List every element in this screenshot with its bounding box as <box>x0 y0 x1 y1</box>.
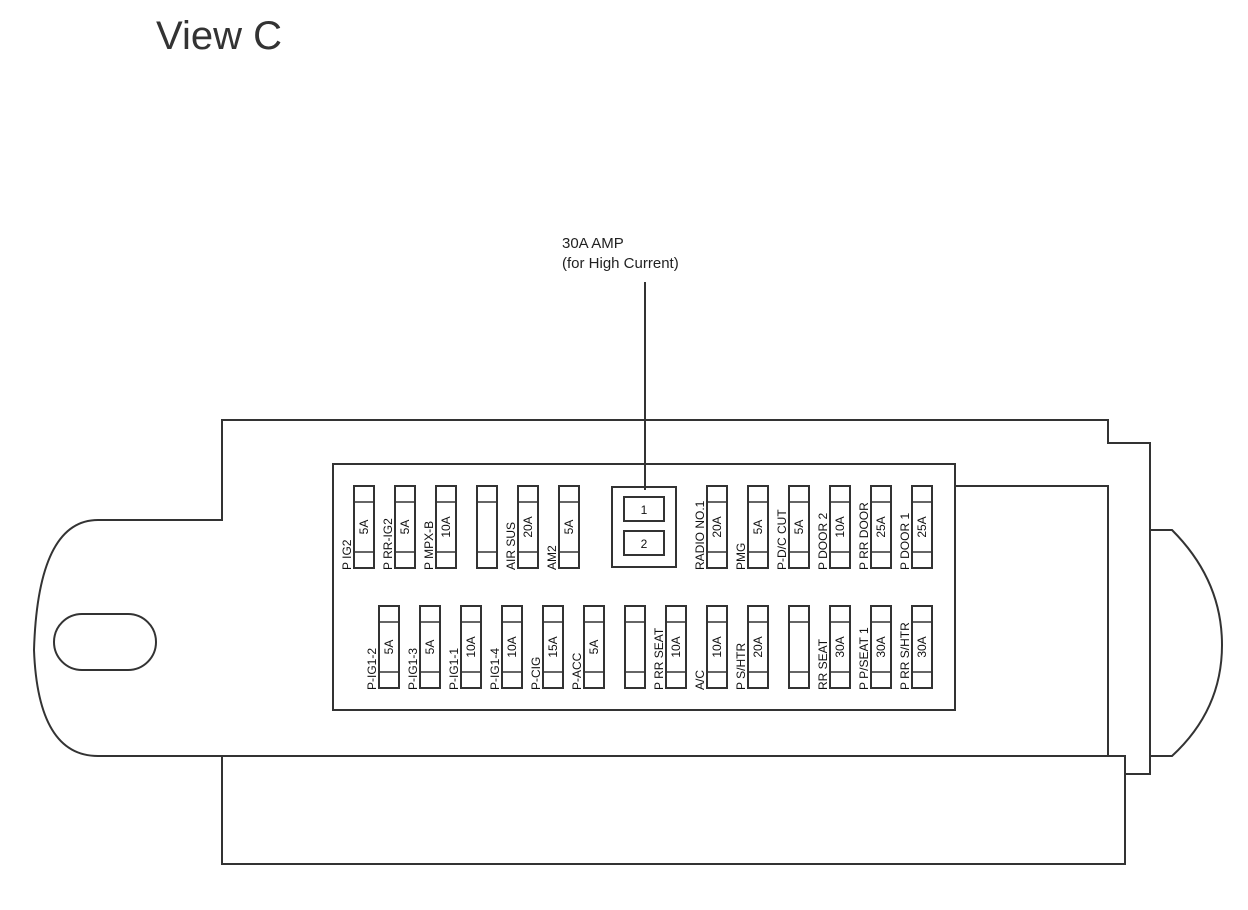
relay-slot-1 <box>623 496 665 522</box>
top-row-fuse-12-label: P DOOR 1 <box>898 513 912 570</box>
relay-slot-2 <box>623 530 665 556</box>
bottom-row-fuse-2-amp: 5A <box>423 640 437 655</box>
top-row-fuse-1-label: P IG2 <box>340 539 354 570</box>
bottom-row-fuse-1-label: P-IG1-2 <box>365 648 379 690</box>
bottom-row-fuse-3-amp: 10A <box>464 636 478 657</box>
bottom-row-fuse-13-label: P P/SEAT 1 <box>857 627 871 690</box>
top-row-fuse-7-label: RADIO NO.1 <box>693 500 707 570</box>
bottom-row-fuse-7 <box>624 605 646 689</box>
mounting-slot <box>53 613 157 671</box>
bottom-row-fuse-4-amp: 10A <box>505 636 519 657</box>
callout-line-1: 30A AMP <box>562 235 624 252</box>
bottom-row-fuse-13-amp: 30A <box>874 636 888 657</box>
bottom-row-fuse-5-amp: 15A <box>546 636 560 657</box>
top-row-fuse-2-label: P RR-IG2 <box>381 518 395 570</box>
bottom-row-fuse-6-amp: 5A <box>587 640 601 655</box>
top-row-fuse-4 <box>476 485 498 569</box>
bottom-row-fuse-14-amp: 30A <box>915 636 929 657</box>
fuse-panel <box>332 463 956 711</box>
top-row-fuse-11-label: P RR DOOR <box>857 502 871 570</box>
top-row-fuse-7-amp: 20A <box>710 516 724 537</box>
bottom-row-fuse-12-amp: 30A <box>833 636 847 657</box>
top-row-fuse-2: 5AP RR-IG2 <box>381 485 416 570</box>
relay-slot-2-label: 2 <box>641 537 648 551</box>
lower-cover <box>221 755 1126 865</box>
bottom-row-fuse-2-label: P-IG1-3 <box>406 648 420 690</box>
bottom-row-fuse-6-label: P-ACC <box>570 652 584 690</box>
bottom-row-fuse-1: 5AP-IG1-2 <box>365 605 400 690</box>
bottom-row-fuse-2: 5AP-IG1-3 <box>406 605 441 690</box>
bottom-row-fuse-12-label: RR SEAT <box>816 638 830 690</box>
view-title: View C <box>156 14 282 58</box>
top-row-fuse-6-amp: 5A <box>562 520 576 535</box>
top-row-fuse-1-amp: 5A <box>357 520 371 535</box>
top-row-fuse-2-amp: 5A <box>398 520 412 535</box>
top-row-fuse-3-amp: 10A <box>439 516 453 537</box>
top-row-fuse-8-label: PMG <box>734 543 748 570</box>
bottom-row-fuse-3-label: P-IG1-1 <box>447 648 461 690</box>
bottom-row-fuse-9-label: A/C <box>693 670 707 690</box>
bottom-row-fuse-10-amp: 20A <box>751 636 765 657</box>
bottom-row-fuse-5-label: P-CIG <box>529 657 543 690</box>
top-row-fuse-9-label: P-D/C CUT <box>775 509 789 570</box>
top-row-fuse-3-label: P MPX-B <box>422 521 436 570</box>
top-row-fuse-10-amp: 10A <box>833 516 847 537</box>
relay-block <box>611 486 677 568</box>
top-row-fuse-6-label: AM2 <box>545 545 559 570</box>
bottom-row-fuse-11 <box>788 605 810 689</box>
bottom-row-fuse-6: 5AP-ACC <box>570 605 605 690</box>
top-row-fuse-11-amp: 25A <box>874 516 888 537</box>
fuse-row-bottom: 5AP-IG1-25AP-IG1-310AP-IG1-110AP-IG1-415… <box>365 605 933 690</box>
bottom-row-fuse-14-label: P RR S/HTR <box>898 622 912 690</box>
connector-lug <box>1150 529 1224 757</box>
callout-line-2: (for High Current) <box>562 255 679 272</box>
top-row-fuse-9-amp: 5A <box>792 520 806 535</box>
housing-inner-tray <box>955 485 1109 756</box>
bottom-row-fuse-8-label: P RR SEAT <box>652 627 666 690</box>
bottom-row-fuse-1-amp: 5A <box>382 640 396 655</box>
top-row-fuse-12-amp: 25A <box>915 516 929 537</box>
top-row-fuse-5-label: AIR SUS <box>504 522 518 570</box>
top-row-fuse-9: 5AP-D/C CUT <box>775 485 810 570</box>
top-row-fuse-8-amp: 5A <box>751 520 765 535</box>
top-row-fuse-1: 5AP IG2 <box>340 485 375 570</box>
bottom-row-fuse-8-amp: 10A <box>669 636 683 657</box>
relay-slot-1-label: 1 <box>641 503 648 517</box>
callout-label: 30A AMP (for High Current) <box>562 234 679 274</box>
housing-outline <box>32 419 1151 775</box>
bottom-row-fuse-9-amp: 10A <box>710 636 724 657</box>
top-row-fuse-5-amp: 20A <box>521 516 535 537</box>
bottom-row-fuse-4-label: P-IG1-4 <box>488 648 502 690</box>
bottom-row-fuse-10-label: P S/HTR <box>734 643 748 690</box>
top-row-fuse-10-label: P DOOR 2 <box>816 513 830 570</box>
